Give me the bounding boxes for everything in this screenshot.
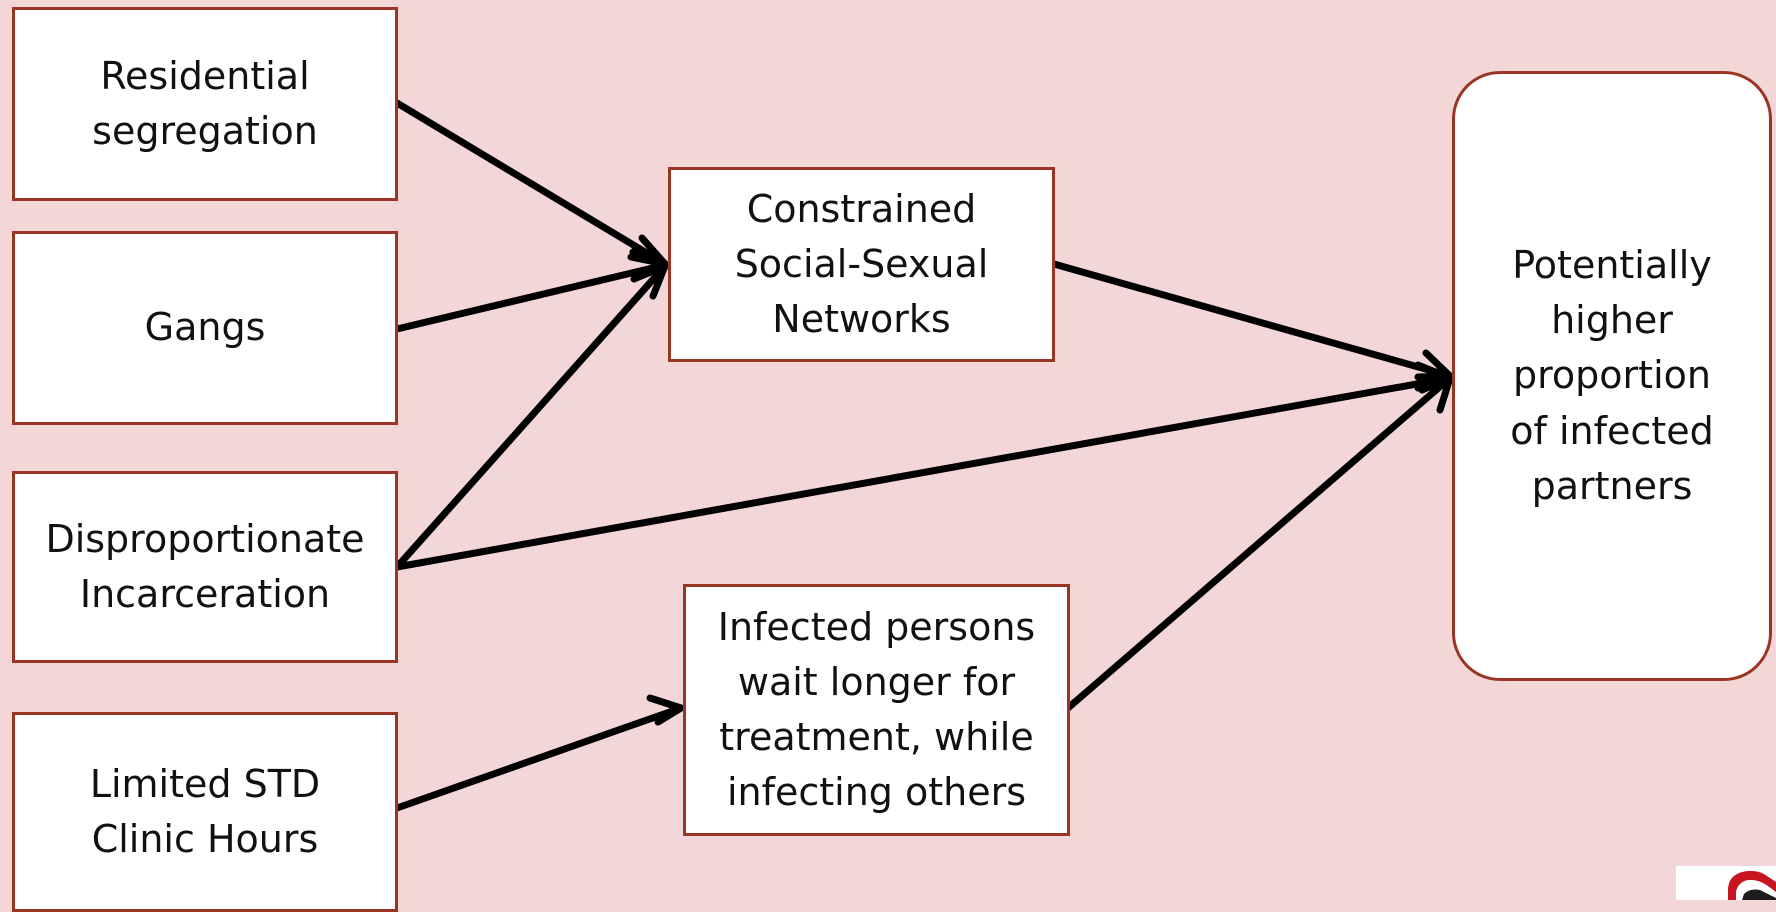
node-gangs-label: Gangs — [144, 305, 266, 350]
node-residential-segregation: Residential segregation — [12, 7, 398, 201]
node-infected-persons-wait-label: Infected persons wait longer for treatme… — [717, 604, 1036, 815]
node-infected-persons-wait: Infected persons wait longer for treatme… — [683, 584, 1070, 836]
node-residential-segregation-label: Residential segregation — [92, 53, 318, 153]
node-limited-std-clinic-hours-label: Limited STD Clinic Hours — [89, 761, 321, 861]
node-outcome-label: Potentially higher proportion of infecte… — [1510, 243, 1714, 508]
arrow-infected-to-outcome — [1064, 374, 1454, 712]
node-disproportionate-incarceration: Disproportionate Incarceration — [12, 471, 398, 663]
node-limited-std-clinic-hours: Limited STD Clinic Hours — [12, 712, 398, 912]
node-outcome: Potentially higher proportion of infecte… — [1452, 71, 1772, 681]
arrow-incarceration-to-outcome — [393, 361, 1454, 571]
arrow-segregation-to-networks — [393, 99, 669, 268]
node-constrained-networks: Constrained Social-Sexual Networks — [668, 167, 1055, 362]
arrow-incarceration-to-networks — [393, 262, 669, 571]
node-constrained-networks-label: Constrained Social-Sexual Networks — [734, 186, 989, 342]
node-gangs: Gangs — [12, 231, 398, 425]
arrow-clinic-hours-to-infected — [393, 694, 685, 812]
organization-logo-icon — [1676, 866, 1776, 900]
arrow-gangs-to-networks — [393, 248, 669, 333]
node-disproportionate-incarceration-label: Disproportionate Incarceration — [45, 516, 365, 616]
arrow-networks-to-outcome — [1050, 260, 1454, 381]
